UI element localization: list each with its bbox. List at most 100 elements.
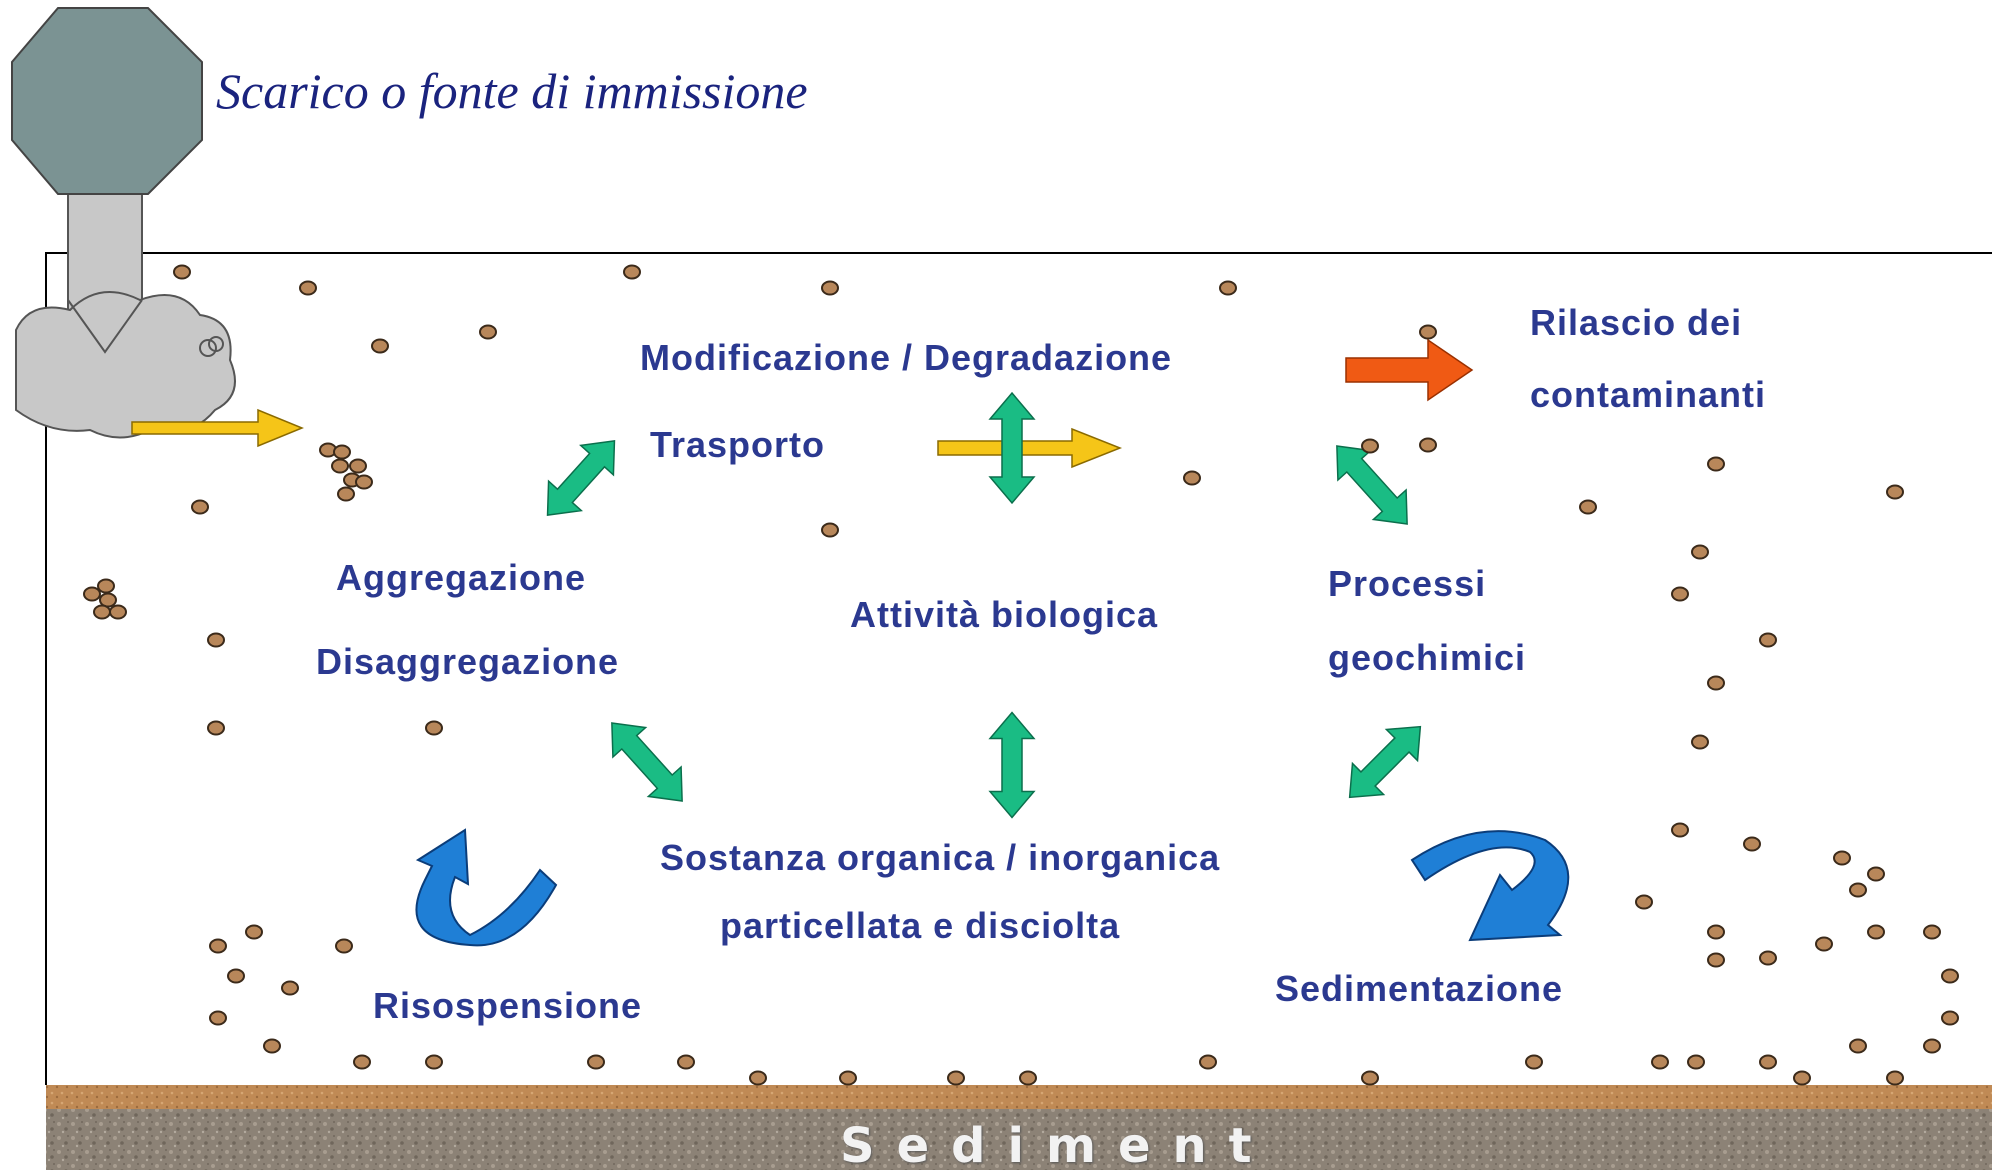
particle: [1419, 324, 1437, 340]
discharge-cloud-icon: [15, 291, 236, 439]
particle: [839, 1070, 857, 1086]
label-sedimentazione: Sedimentazione: [1275, 968, 1564, 1009]
particle: [299, 280, 317, 296]
particle: [1815, 936, 1833, 952]
particle: [1635, 894, 1653, 910]
particle: [1793, 1070, 1811, 1086]
particle: [1707, 952, 1725, 968]
resuspension-arrow: [415, 828, 558, 947]
particle: [1867, 924, 1885, 940]
particle: [677, 1054, 695, 1070]
particle: [1759, 632, 1777, 648]
particle: [1361, 1070, 1379, 1086]
particle: [1219, 280, 1237, 296]
particle: [109, 604, 127, 620]
particle: [1886, 484, 1904, 500]
water-body-border: [45, 252, 1992, 1085]
label-trasporto: Trasporto: [650, 424, 826, 465]
particle: [263, 1038, 281, 1054]
particle: [93, 604, 111, 620]
particle: [281, 980, 299, 996]
green-double-arrow: [1336, 445, 1408, 525]
green-double-arrow: [611, 722, 683, 802]
particle: [337, 486, 355, 502]
particle: [1941, 968, 1959, 984]
particle: [355, 474, 373, 490]
label-attivita: Attività biologica: [850, 594, 1159, 635]
particle: [1743, 836, 1761, 852]
particle: [209, 938, 227, 954]
particle: [227, 968, 245, 984]
particle: [947, 1070, 965, 1086]
particle: [335, 938, 353, 954]
particle: [1707, 675, 1725, 691]
particle: [425, 720, 443, 736]
particle: [1183, 470, 1201, 486]
particle: [1579, 499, 1597, 515]
particle: [1867, 866, 1885, 882]
particle: [1923, 924, 1941, 940]
sediment-sand-layer: [46, 1085, 1992, 1111]
green-double-arrow: [546, 439, 616, 517]
particle: [349, 458, 367, 474]
particle: [1419, 437, 1437, 453]
transport-arrow: [937, 427, 1123, 469]
label-sostanza-1: Sostanza organica / inorganica: [660, 837, 1221, 878]
label-processi-1: Processi: [1328, 563, 1487, 604]
sediment-gravel-layer: [46, 1109, 1992, 1170]
particle: [97, 578, 115, 594]
particle: [1923, 1038, 1941, 1054]
release-arrow: [1345, 338, 1474, 402]
particle: [1886, 1070, 1904, 1086]
particle: [1759, 950, 1777, 966]
particle: [1707, 924, 1725, 940]
particle: [1687, 1054, 1705, 1070]
particle: [1651, 1054, 1669, 1070]
particle: [1525, 1054, 1543, 1070]
particle: [353, 1054, 371, 1070]
particle: [1849, 882, 1867, 898]
label-aggregazione: Aggregazione: [336, 557, 587, 598]
sediment-label: Sediment: [840, 1118, 1274, 1174]
particle: [587, 1054, 605, 1070]
particle: [1759, 1054, 1777, 1070]
particle: [1941, 1010, 1959, 1026]
particle: [191, 499, 209, 515]
particle: [623, 264, 641, 280]
particle: [333, 444, 351, 460]
particle: [1691, 734, 1709, 750]
particle: [821, 280, 839, 296]
particle: [1671, 586, 1689, 602]
particle: [209, 1010, 227, 1026]
particle: [1833, 850, 1851, 866]
octagon-source-icon: [11, 7, 203, 195]
source-title: Scarico o fonte di immissione: [216, 63, 808, 119]
particle: [245, 924, 263, 940]
particle: [1361, 438, 1379, 454]
particle: [749, 1070, 767, 1086]
particle: [207, 632, 225, 648]
label-sostanza-2: particellata e disciolta: [720, 905, 1121, 946]
particle: [173, 264, 191, 280]
sedimentation-arrow: [1410, 830, 1570, 942]
particle: [1849, 1038, 1867, 1054]
label-rilascio-1: Rilascio dei: [1530, 302, 1743, 343]
particle: [821, 522, 839, 538]
particle: [331, 458, 349, 474]
label-disaggregazione: Disaggregazione: [316, 641, 620, 682]
particle: [83, 586, 101, 602]
label-processi-2: geochimici: [1328, 637, 1527, 678]
particle: [425, 1054, 443, 1070]
particle: [371, 338, 389, 354]
particle: [479, 324, 497, 340]
particle: [1199, 1054, 1217, 1070]
green-double-arrow: [988, 391, 1036, 505]
green-double-arrow: [1348, 725, 1422, 799]
particle: [1019, 1070, 1037, 1086]
green-double-arrow: [988, 711, 1036, 819]
particle: [1707, 456, 1725, 472]
label-modificazione: Modificazione / Degradazione: [640, 337, 1173, 378]
particle: [207, 720, 225, 736]
